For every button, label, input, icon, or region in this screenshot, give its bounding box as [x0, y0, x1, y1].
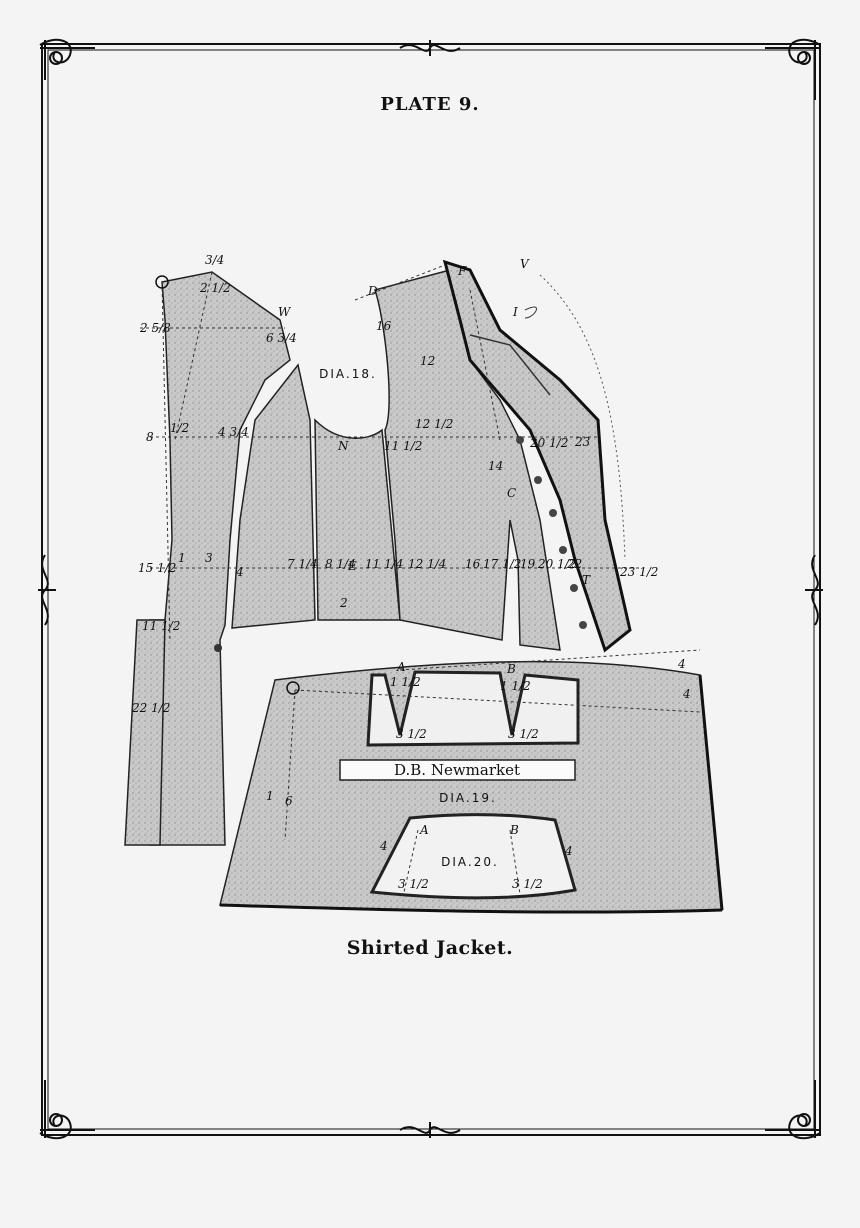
letter-label: A	[419, 823, 429, 837]
plate-caption: Shirted Jacket.	[346, 937, 514, 959]
edge-ornament-bottom	[399, 1122, 461, 1138]
measurement-label: 4	[379, 839, 388, 853]
measurement-label: 11 1/4	[365, 557, 403, 571]
point-letters: W D F V I N E C T A B A B	[278, 257, 591, 837]
letter-label: E	[347, 559, 357, 573]
measurement-label: 4	[235, 565, 244, 579]
front-buttons	[516, 436, 587, 629]
measurement-label: 1 1/2	[390, 675, 421, 689]
measurement-label: 4	[677, 657, 686, 671]
measurement-label: 15 1/2	[138, 561, 176, 575]
letter-label: I	[512, 305, 518, 319]
letter-label: W	[278, 305, 292, 319]
measurement-label: 23	[574, 435, 591, 449]
measurement-label: 7 1/4	[287, 557, 318, 571]
name-plate-label: D.B. Newmarket	[394, 761, 520, 779]
forepart-panel	[140, 259, 640, 653]
skirt-panel	[219, 649, 724, 914]
measurement-label: 1	[178, 551, 186, 565]
back-panel	[124, 271, 291, 846]
measurement-label: 23 1/2	[619, 565, 658, 579]
measurement-label: 19	[520, 557, 536, 571]
measurement-labels: 3/4 2 1/2 2 5/8 6 3/4 8 1/2 4 3/4 12 1/2…	[131, 253, 691, 891]
measurement-label: 20 1/2	[537, 557, 576, 571]
letter-label: A	[396, 660, 406, 674]
letter-label: N	[337, 439, 349, 453]
measurement-label: 12 1/2	[415, 417, 453, 431]
corner-ornament-top-left	[39, 38, 95, 80]
dia-18-label: DIA.18.	[319, 367, 377, 381]
measurement-label: 16	[465, 557, 481, 571]
measurement-label: 2	[339, 596, 348, 610]
letter-label: F	[457, 264, 467, 278]
measurement-label: 8 1/4	[325, 557, 356, 571]
letter-label: D	[367, 284, 378, 298]
measurement-label: 3 1/2	[396, 727, 427, 741]
letter-label: C	[507, 486, 516, 500]
measurement-label: 22 1/2	[131, 701, 170, 715]
measurement-label: 12 1/4	[408, 557, 446, 571]
measurement-label: 2 1/2	[199, 281, 231, 295]
corner-ornament-top-right	[765, 38, 821, 100]
measurement-label: 1 1/2	[500, 679, 531, 693]
dia-19-label: DIA.19.	[439, 791, 497, 805]
measurement-label: 3 1/2	[512, 877, 543, 891]
measurement-label: 4	[564, 844, 573, 858]
measurement-label: 1	[266, 789, 274, 803]
dia-20-label: DIA.20.	[441, 855, 499, 869]
letter-label: B	[506, 662, 516, 676]
measurement-label: 3 1/2	[508, 727, 539, 741]
edge-ornament-top	[399, 40, 461, 56]
measurement-label: 17 1/2	[483, 557, 521, 571]
measurement-label: 3	[205, 551, 213, 565]
measurement-label: 11 1/2	[384, 439, 422, 453]
measurement-label: 3 1/2	[398, 877, 429, 891]
name-plate: D.B. Newmarket	[339, 759, 576, 781]
measurement-label: 22	[566, 557, 582, 571]
corner-ornament-bottom-left	[39, 1080, 95, 1140]
measurement-label: 14	[488, 459, 503, 473]
measurement-label: 2 5/8	[139, 321, 171, 335]
start-point-circle	[155, 275, 169, 289]
letter-label: B	[509, 823, 519, 837]
measurement-label: 8	[146, 430, 154, 444]
button-marker	[214, 644, 222, 652]
edge-ornament-left	[38, 554, 56, 626]
letter-label: T	[582, 573, 591, 587]
measurement-label: 4 3/4	[217, 425, 249, 439]
measurement-label: 6	[285, 794, 293, 808]
plate-title: PLATE 9.	[380, 94, 480, 115]
measurement-label: 12	[420, 354, 435, 368]
measurement-label: 1/2	[170, 421, 189, 435]
measurement-label: 16	[376, 319, 392, 333]
pocket-piece	[369, 813, 577, 900]
edge-ornament-right	[805, 554, 823, 626]
measurement-label: 6 3/4	[266, 331, 297, 345]
measurement-label: 4	[682, 687, 691, 701]
measurement-label: 11 1/2	[142, 619, 180, 633]
measurement-label: 3/4	[205, 253, 224, 267]
letter-label: V	[520, 257, 530, 271]
corner-ornament-bottom-right	[765, 1080, 821, 1140]
measurement-label: 20 1/2	[529, 436, 568, 450]
